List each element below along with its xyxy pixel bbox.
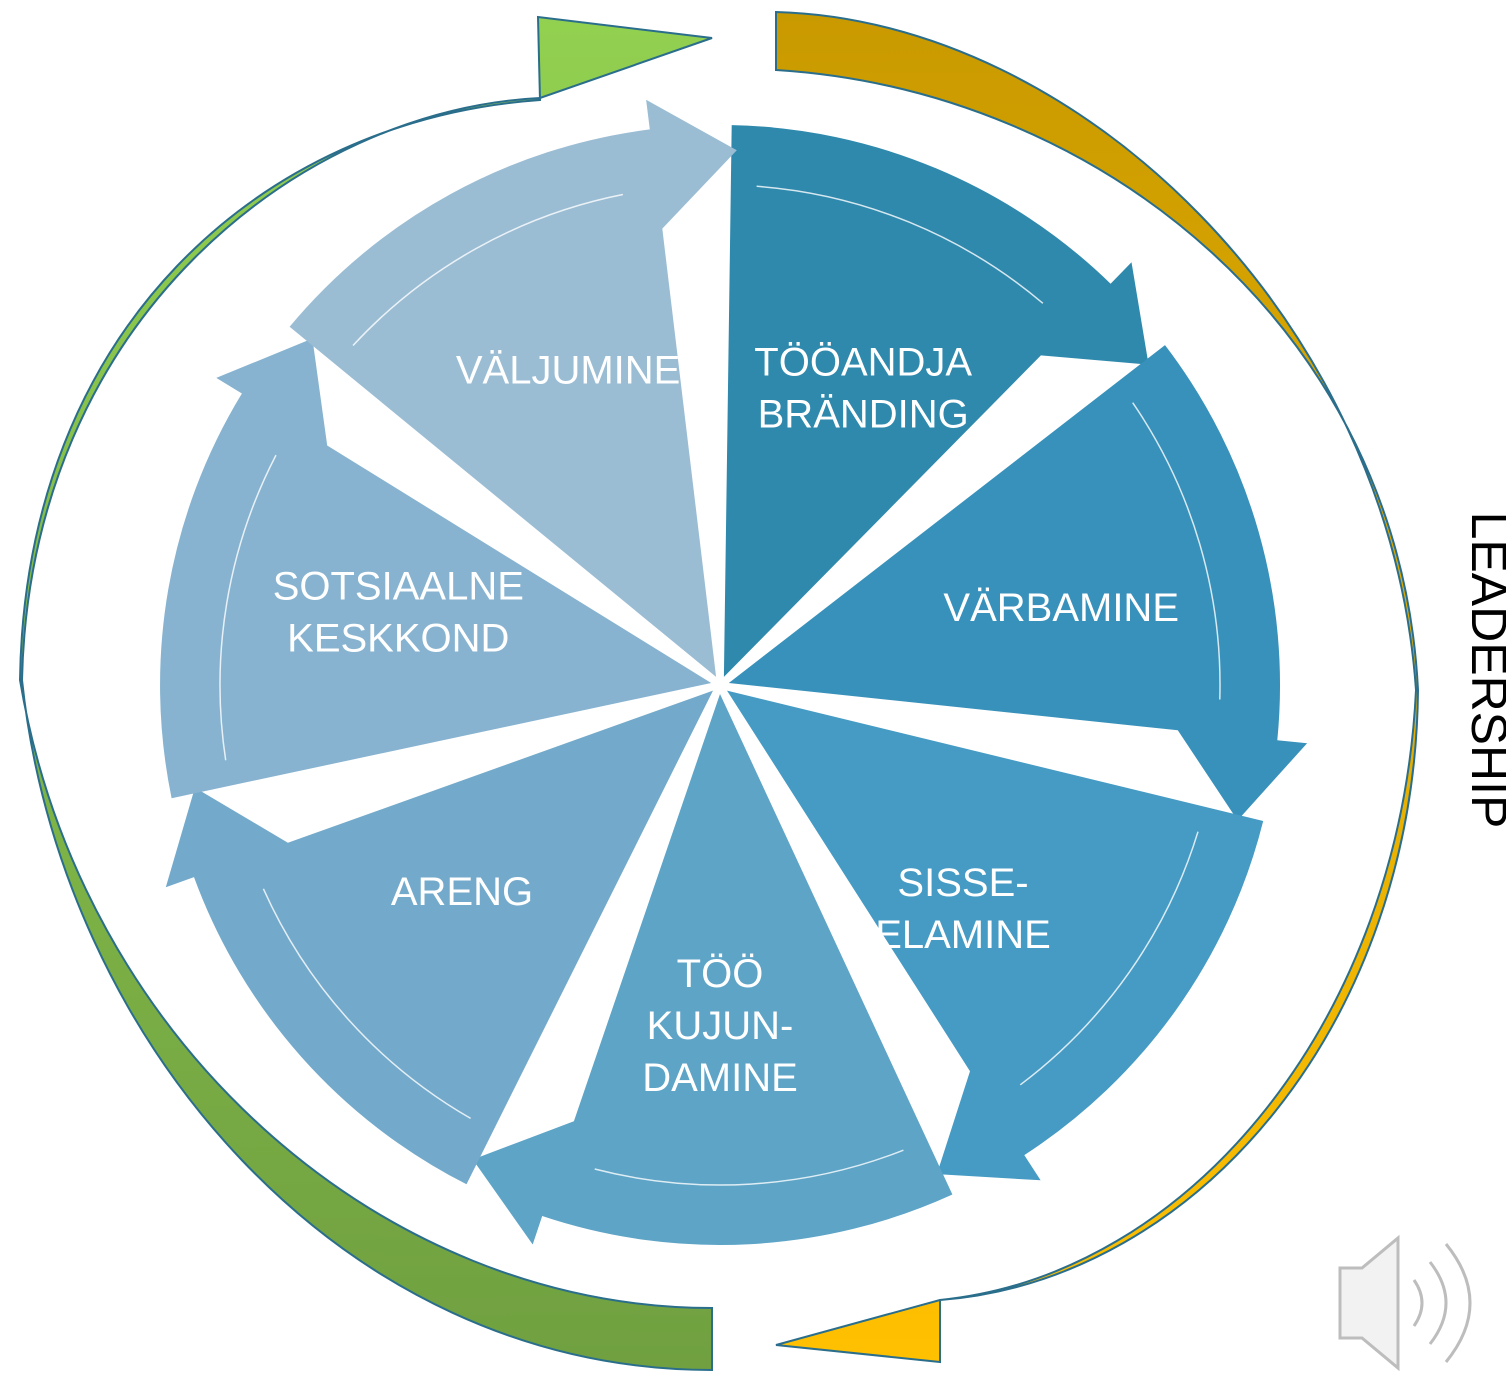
segment-sisse — [727, 690, 1264, 1181]
segment-label-line: SISSE- — [897, 861, 1028, 905]
segment-label-sotsiaalne: SOTSIAALNE KESKKOND — [273, 565, 524, 661]
segment-label-areng: ARENG — [391, 870, 533, 914]
segment-inner-arc — [262, 888, 471, 1120]
segment-inner-arc — [594, 1149, 904, 1186]
segment-too — [472, 694, 953, 1245]
segment-areng — [165, 690, 714, 1185]
segment-inner-arc — [1019, 831, 1199, 1086]
leadership-label: LEADERSHIP — [1461, 512, 1506, 829]
segment-label-branding: TÖÖANDJA BRÄNDING — [754, 341, 972, 437]
segment-label-line: BRÄNDING — [758, 393, 969, 437]
segment-label-line: VÄLJUMINE — [456, 349, 681, 393]
segment-inner-arc — [756, 185, 1044, 304]
segment-label-varbamine: VÄRBAMINE — [943, 586, 1179, 630]
segment-label-line: TÖÖANDJA — [754, 341, 972, 385]
segment-label-line: DAMINE — [642, 1056, 798, 1100]
segment-label-line: TÖÖ — [677, 952, 764, 996]
wheel-labels: TÖÖANDJA BRÄNDING VÄRBAMINE SISSE- ELAMINE TÖ… — [273, 341, 1179, 1100]
segment-label-line: ARENG — [391, 870, 533, 914]
segment-label-valjumine: VÄLJUMINE — [456, 349, 681, 393]
segment-inner-arc — [352, 193, 624, 347]
segment-label-line: ELAMINE — [875, 913, 1051, 957]
segment-label-sisse: SISSE- ELAMINE — [875, 861, 1051, 957]
segment-valjumine — [289, 99, 737, 677]
wheel-segments — [160, 99, 1308, 1245]
segment-label-line: VÄRBAMINE — [943, 586, 1179, 630]
segment-sotsiaalne — [160, 338, 712, 799]
segment-inner-arc — [219, 454, 277, 761]
segment-label-too: TÖÖ KUJUN- DAMINE — [642, 952, 798, 1100]
segment-branding — [723, 125, 1149, 677]
segment-varbamine — [728, 345, 1308, 821]
segment-label-line: KESKKOND — [287, 617, 509, 661]
segment-label-line: KUJUN- — [647, 1004, 794, 1048]
outer-arc-left — [18, 15, 713, 1372]
speaker-icon[interactable] — [1338, 1234, 1472, 1372]
outer-arc-right — [775, 10, 1420, 1364]
segment-inner-arc — [1132, 402, 1221, 700]
segment-label-line: SOTSIAALNE — [273, 565, 524, 609]
